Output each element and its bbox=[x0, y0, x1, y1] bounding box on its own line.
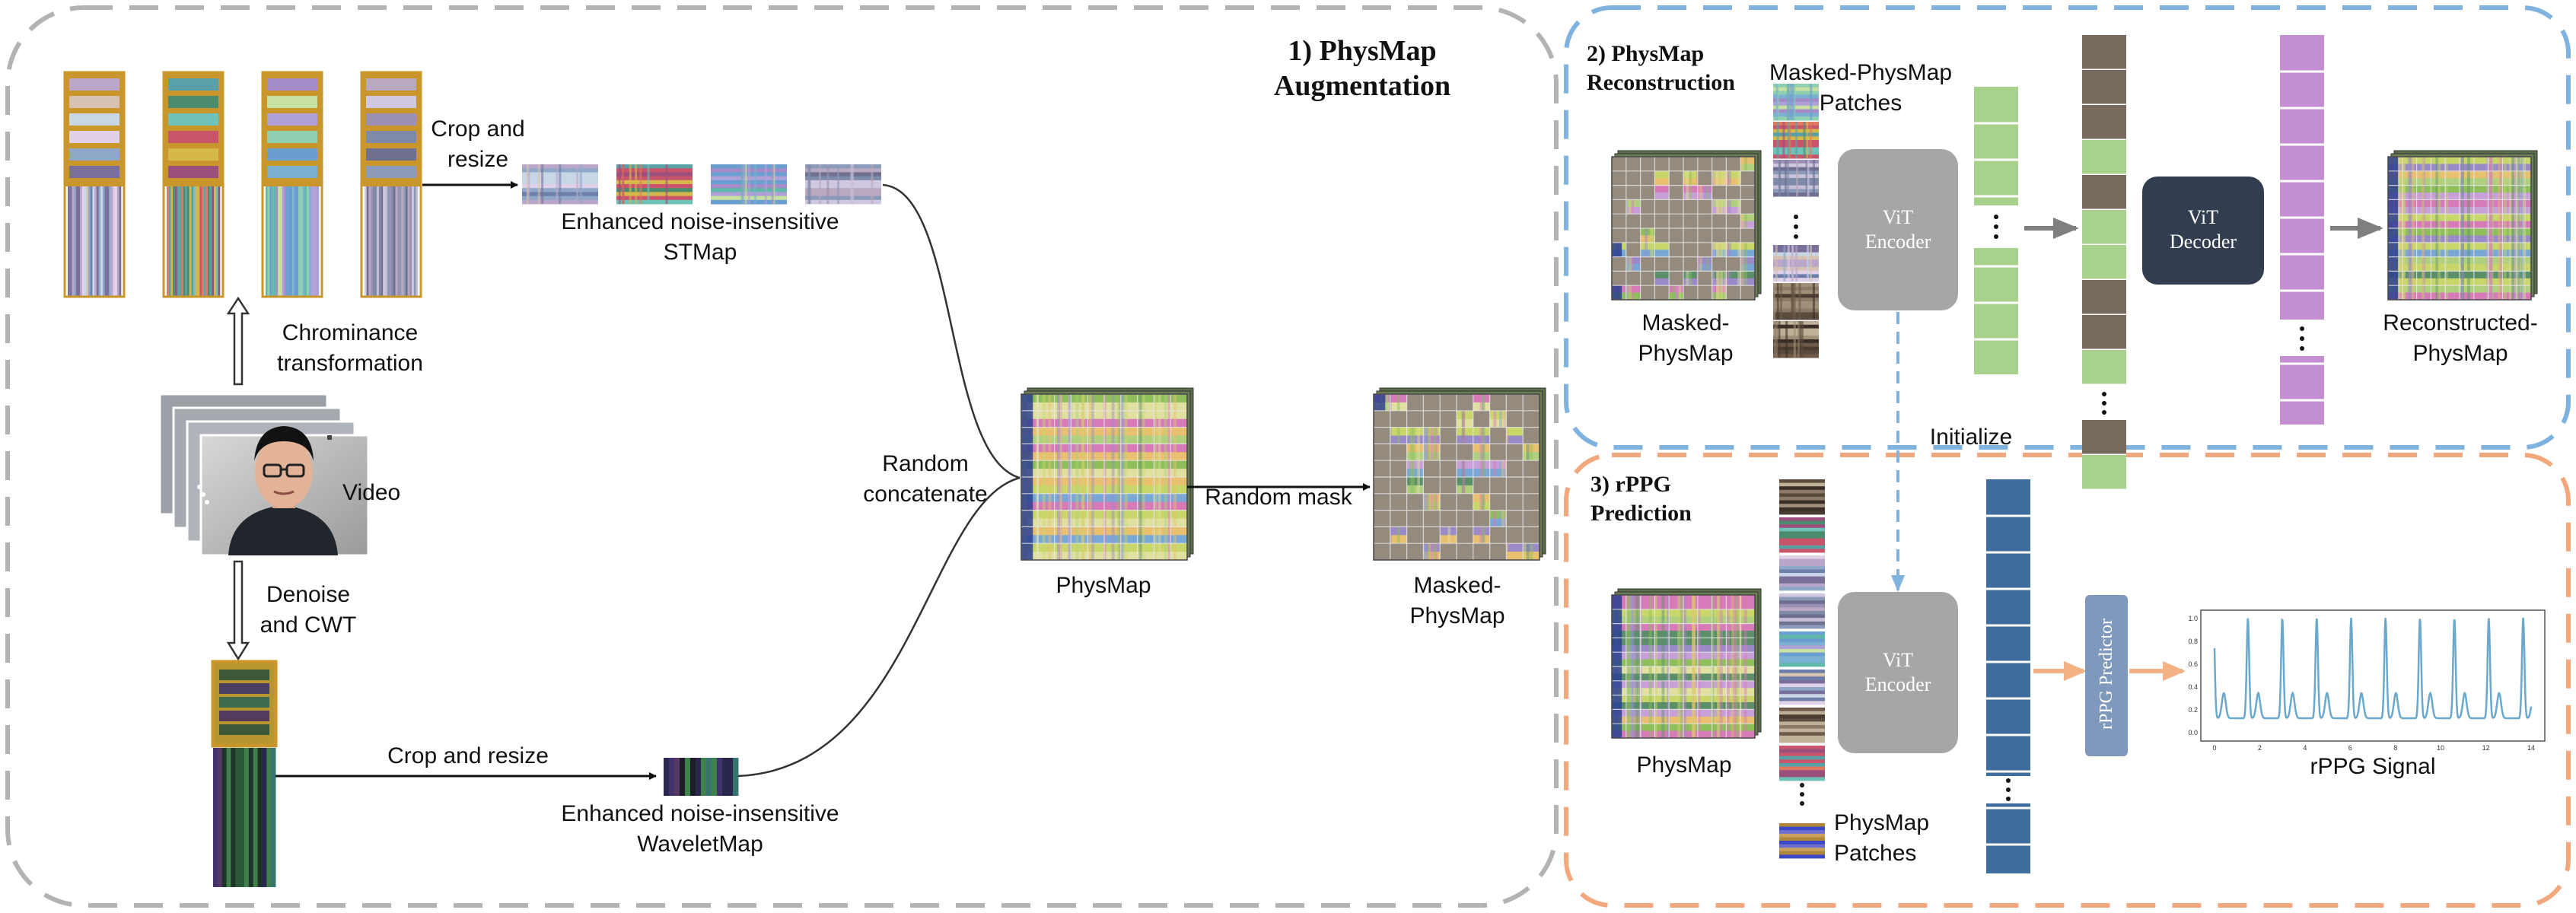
vit-encoder-recon bbox=[1838, 149, 1958, 310]
label-physmap-pred: PhysMap bbox=[1636, 752, 1732, 778]
augmentation-frame bbox=[5, 5, 1559, 908]
cropped-wavelet bbox=[664, 758, 739, 796]
vit-decoder-label: ViT Decoder bbox=[2169, 206, 2237, 253]
video-frames bbox=[158, 393, 370, 557]
reconstruction-frame bbox=[1564, 5, 2571, 450]
concat-curve-bottom bbox=[737, 476, 1021, 778]
x-tick-label: 2 bbox=[2258, 744, 2262, 752]
x-tick-label: 0 bbox=[2212, 744, 2216, 752]
vit-encoder-pred-label: ViT Encoder bbox=[1864, 649, 1931, 695]
x-tick-label: 4 bbox=[2303, 744, 2307, 752]
label-crop-resize-bottom: Crop and resize bbox=[387, 743, 549, 768]
label-initialize: Initialize bbox=[1929, 425, 2013, 450]
label-reconstructed-physmap: Reconstructed- PhysMap bbox=[2383, 310, 2538, 366]
label-physmap-center: PhysMap bbox=[1056, 573, 1151, 598]
label-enhanced-stmap: Enhanced noise-insensitive STMap bbox=[561, 209, 839, 265]
vit-encoder-recon-label: ViT Encoder bbox=[1864, 206, 1931, 253]
x-tick-label: 8 bbox=[2393, 744, 2397, 752]
denoise-arrow bbox=[226, 560, 250, 661]
decoded-tokens-purple bbox=[2280, 35, 2324, 425]
reconstructed-physmap bbox=[2387, 150, 2538, 301]
y-tick-label: 0.0 bbox=[2188, 729, 2198, 736]
label-physmap-patches: PhysMap Patches bbox=[1834, 810, 1930, 866]
x-tick-label: 10 bbox=[2437, 744, 2444, 752]
label-random-mask: Random mask bbox=[1205, 485, 1352, 510]
masked-patches-column bbox=[1773, 84, 1819, 358]
label-enhanced-wavelet: Enhanced noise-insensitive WaveletMap bbox=[561, 801, 839, 857]
vit-decoder bbox=[2142, 177, 2264, 285]
stmap-stack-4 bbox=[360, 71, 422, 298]
cropped-stmap-2 bbox=[616, 164, 693, 205]
y-tick-label: 0.6 bbox=[2188, 660, 2198, 668]
prediction-frame bbox=[1564, 453, 2571, 908]
cropped-stmap-1 bbox=[522, 164, 598, 205]
stmap-stack-2 bbox=[162, 71, 224, 298]
masked-physmap-recon bbox=[1611, 150, 1762, 301]
label-masked-physmap-center: Masked- PhysMap bbox=[1409, 573, 1505, 628]
y-tick-label: 0.2 bbox=[2188, 706, 2198, 714]
label-random-concatenate: Random concatenate bbox=[863, 451, 988, 507]
y-tick-label: 1.0 bbox=[2188, 615, 2198, 622]
face-icon bbox=[228, 426, 338, 555]
label-chrominance: Chrominance transformation bbox=[277, 320, 423, 376]
concat-curve-top bbox=[882, 183, 1021, 479]
vit-encoder-pred bbox=[1838, 592, 1958, 753]
predicted-tokens-blue bbox=[1986, 479, 2030, 873]
physmap-center bbox=[1021, 387, 1194, 561]
label-rppg-signal: rPPG Signal bbox=[2310, 754, 2436, 779]
masked-physmap-center bbox=[1373, 387, 1546, 561]
x-tick-label: 14 bbox=[2527, 744, 2535, 752]
rppg-predictor-label: rPPG Predictor bbox=[2097, 619, 2116, 730]
cropped-stmap-4 bbox=[805, 164, 881, 205]
y-tick-label: 0.4 bbox=[2188, 683, 2198, 691]
wavelet-stack bbox=[211, 660, 278, 887]
stmap-stack-1 bbox=[63, 71, 126, 298]
rppg-predictor-box bbox=[2085, 595, 2128, 756]
stmap-stack-3 bbox=[261, 71, 323, 298]
cropped-stmap-3 bbox=[711, 164, 787, 205]
encoded-tokens-green bbox=[1974, 87, 2018, 374]
x-tick-label: 6 bbox=[2348, 744, 2352, 752]
label-video: Video bbox=[342, 480, 401, 505]
x-tick-label: 12 bbox=[2482, 744, 2490, 752]
label-crop-resize-top: Crop and resize bbox=[431, 116, 525, 172]
rppg-signal-line bbox=[2213, 617, 2533, 720]
chrominance-arrow bbox=[226, 296, 250, 386]
label-masked-physmap-recon: Masked- PhysMap bbox=[1638, 310, 1734, 366]
mixed-tokens bbox=[2082, 35, 2126, 491]
reconstruction-title: 2) PhysMap Reconstruction bbox=[1587, 41, 1735, 95]
label-denoise: Denoise and CWT bbox=[260, 582, 357, 638]
patches-column-pred bbox=[1779, 479, 1825, 859]
prediction-title: 3) rPPG Prediction bbox=[1590, 472, 1692, 526]
augmentation-title: 1) PhysMap Augmentation bbox=[1273, 35, 1451, 102]
physmap-pred bbox=[1611, 588, 1762, 739]
label-masked-patches: Masked-PhysMap Patches bbox=[1769, 60, 1953, 116]
rppg-signal-plot: 1.0 0.8 0.6 0.4 0.2 0.0 0 2 4 6 8 10 12 14 bbox=[2188, 609, 2546, 752]
y-tick-label: 0.8 bbox=[2188, 638, 2198, 645]
